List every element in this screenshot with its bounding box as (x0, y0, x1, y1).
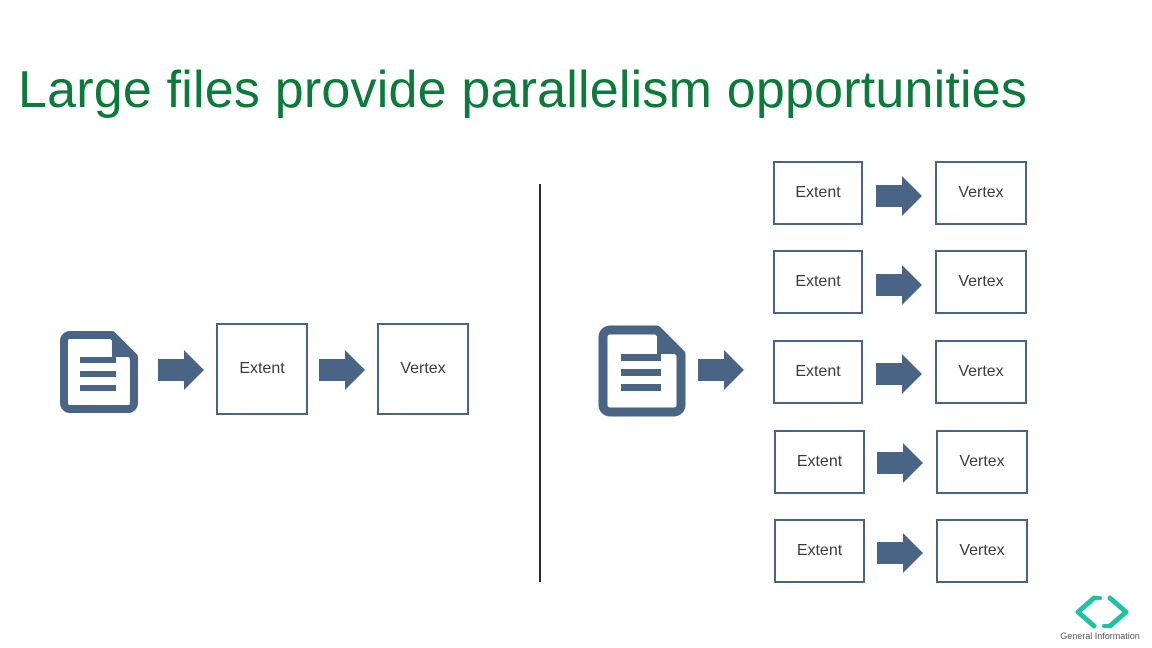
vertex-box: Vertex (936, 430, 1028, 494)
vertex-box: Vertex (377, 323, 469, 415)
vertex-box: Vertex (935, 250, 1027, 314)
arrow-right-icon (319, 350, 365, 390)
document-icon (598, 325, 686, 417)
arrow-right-icon (877, 443, 923, 483)
vertex-box: Vertex (935, 161, 1027, 225)
slide-title: Large files provide parallelism opportun… (18, 61, 1028, 119)
vertex-box: Vertex (935, 340, 1027, 404)
extent-label: Extent (239, 360, 285, 377)
arrow-right-icon (877, 533, 923, 573)
extent-label: Extent (796, 542, 843, 559)
extent-box: Extent (774, 430, 865, 494)
extent-label: Extent (795, 184, 841, 201)
extent-box: Extent (216, 323, 308, 415)
extent-box: Extent (773, 250, 863, 314)
vertex-label: Vertex (958, 363, 1004, 380)
arrow-right-icon (698, 350, 744, 390)
arrow-right-icon (876, 176, 922, 216)
divider-line (539, 184, 541, 582)
extent-label: Extent (795, 363, 841, 380)
angle-brackets-logo-icon (1075, 595, 1129, 629)
arrow-right-icon (158, 350, 204, 390)
document-icon (60, 331, 138, 413)
extent-label: Extent (796, 453, 843, 470)
vertex-label: Vertex (958, 273, 1004, 290)
vertex-label: Vertex (959, 542, 1005, 559)
vertex-label: Vertex (958, 184, 1004, 201)
vertex-label: Vertex (400, 360, 446, 377)
footer-classification-label: General Information (1060, 631, 1140, 641)
vertex-box: Vertex (936, 519, 1028, 583)
arrow-right-icon (876, 265, 922, 305)
vertex-label: Vertex (959, 453, 1005, 470)
extent-box: Extent (774, 519, 865, 583)
extent-box: Extent (773, 161, 863, 225)
extent-box: Extent (773, 340, 863, 404)
extent-label: Extent (795, 273, 841, 290)
arrow-right-icon (876, 354, 922, 394)
